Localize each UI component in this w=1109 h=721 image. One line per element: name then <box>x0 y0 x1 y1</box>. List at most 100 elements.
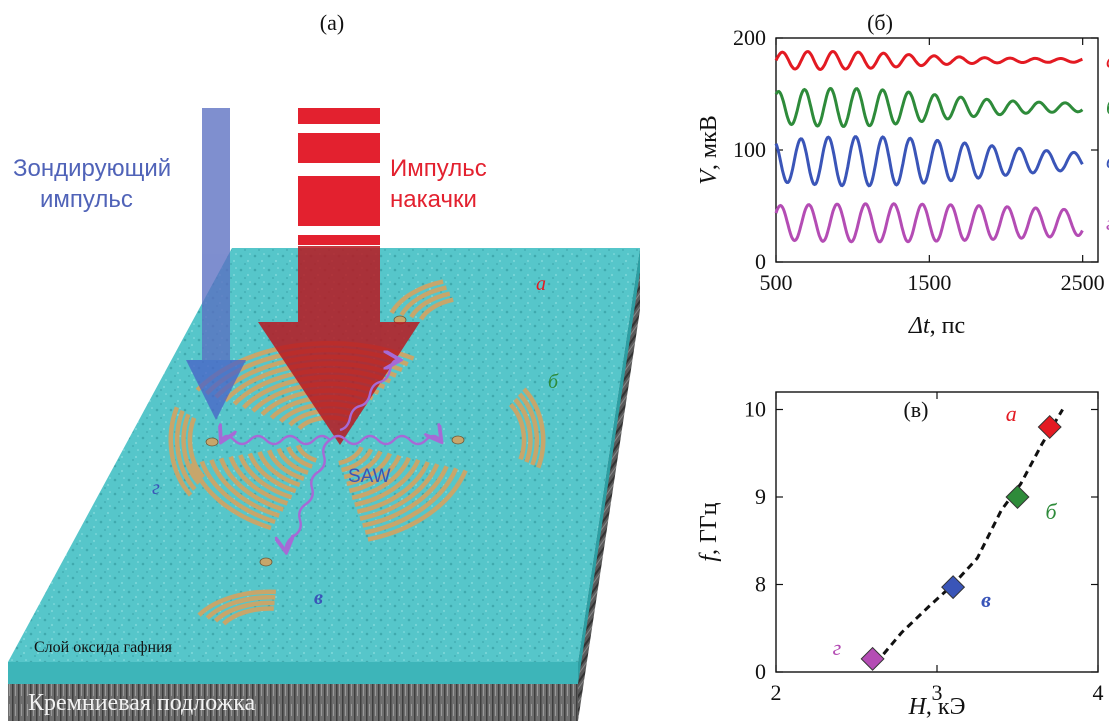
chart-b-ylabel-unit: , мкВ <box>696 115 722 170</box>
chart-b-xtick-label: 2500 <box>1061 270 1105 295</box>
chart-c-point-label: б <box>1046 499 1058 524</box>
grating-central-left <box>209 459 280 518</box>
grating-central-left <box>267 449 305 482</box>
oxide-layer-label: Слой оксида гафния <box>34 639 173 656</box>
pump-pulse-stripes <box>298 108 380 245</box>
chart-b-xtick-label: 1500 <box>907 270 951 295</box>
grating-central-left <box>247 452 297 494</box>
grating-central-lower <box>346 452 392 487</box>
grating-central-lower <box>354 458 421 507</box>
grating-central-lower <box>351 456 411 501</box>
grating-central-left <box>286 446 313 469</box>
grating-central-left <box>228 455 289 506</box>
substrate-label: Кремниевая подложка <box>28 690 256 716</box>
grating-v <box>213 600 275 623</box>
probe-pulse-arrow <box>186 108 246 420</box>
probe-label-line1: Зондирующий <box>13 155 171 182</box>
chart-c-ytick-label: 0 <box>755 659 766 684</box>
grating-g <box>181 413 201 485</box>
chart-b-series-2 <box>774 135 1084 188</box>
chart-c-xlabel-unit: , кЭ <box>926 694 966 720</box>
grating-central-lower <box>359 463 440 521</box>
chart-b-series-label: в <box>1106 148 1109 173</box>
chart-b-xlabel: Δt, пс <box>908 313 965 339</box>
grating-g <box>168 406 193 497</box>
grating-a <box>389 279 444 315</box>
grating-b <box>508 402 527 461</box>
substrate-front <box>8 682 578 721</box>
grating-a <box>399 285 447 317</box>
chart-c-point <box>941 575 966 600</box>
chart-c-ylabel-var: f <box>696 552 722 562</box>
chart-c-ytick-label: 10 <box>744 397 766 422</box>
chart-c-ytick-label: 9 <box>755 484 766 509</box>
grating-label-g: г <box>152 477 160 499</box>
grating-central-lower <box>340 448 374 473</box>
grating-spot <box>451 435 465 445</box>
grating-central-lower <box>367 469 468 542</box>
panel-b-label: (б) <box>867 10 893 35</box>
grating-central-left <box>218 457 284 512</box>
chart-b-ytick-label: 200 <box>733 25 766 50</box>
grating-b <box>522 387 546 469</box>
chart-c-xtick-label: 2 <box>771 680 782 705</box>
chart-c-ytick-label: 8 <box>755 572 766 597</box>
panel-c-label: (в) <box>903 397 928 422</box>
grating-central-left <box>276 447 309 475</box>
chart-b-xtick-label: 500 <box>760 270 793 295</box>
grating-v <box>205 595 276 620</box>
chart-b-xlabel-unit: , пс <box>930 313 966 339</box>
chart-c-point-label: в <box>981 587 991 612</box>
grating-central-left <box>190 462 272 531</box>
oxide-layer-side <box>578 248 640 684</box>
grating-label-v: в <box>314 587 323 609</box>
chart-b-series-label: г <box>1106 210 1109 235</box>
chart-c-xlabel-var: H <box>908 694 928 720</box>
grating-central-lower <box>356 461 430 514</box>
saw-label: SAW <box>348 466 391 487</box>
saw-waves <box>222 360 440 550</box>
grating-g <box>187 417 206 479</box>
grating-label-a: а <box>536 273 546 295</box>
grating-central-left <box>295 444 318 463</box>
chart-b-ylabel: V, мкВ <box>696 115 722 185</box>
chart-c-ylabel-unit: , ГГц <box>696 502 722 555</box>
chart-b-ytick-label: 0 <box>755 249 766 274</box>
chart-b-ytick-label: 100 <box>733 137 766 162</box>
grating-central-lower <box>364 467 459 535</box>
oxide-layer-front <box>8 662 578 684</box>
chart-b-series-3 <box>774 202 1084 244</box>
chart-b-series-1 <box>774 86 1084 128</box>
substrate-side <box>578 270 640 721</box>
chart-b-series-label: б <box>1106 94 1109 119</box>
grating-central-left <box>257 450 301 488</box>
panel-a-label: (а) <box>320 10 344 35</box>
grating-central-left <box>199 460 276 524</box>
grating-central-lower <box>348 454 402 494</box>
chart-c-ylabel: f, ГГц <box>696 502 722 561</box>
chart-time-traces: (б) 500 1500 2500 0 100 200 аб в г Δt, пс V, мк… <box>696 10 1109 339</box>
chart-c-point-label: а <box>1006 401 1017 426</box>
grating-v <box>197 589 276 617</box>
grating-central-lower <box>343 450 383 480</box>
chart-b-xlabel-var: Δt <box>908 313 931 339</box>
chart-b-ylabel-var: V <box>696 168 722 185</box>
grating-g <box>174 409 197 491</box>
chart-b-series-label: а <box>1106 47 1109 72</box>
grating-spot <box>205 437 219 447</box>
chart-c-point <box>860 646 885 671</box>
pump-label-line1: Импульс <box>390 155 487 182</box>
chart-c-point-label: г <box>833 635 842 660</box>
chart-c-point <box>1005 484 1030 510</box>
panel-a-schematic: (а) Зондирующий импульс Импульс накачки … <box>8 10 640 721</box>
grating-b <box>513 397 533 463</box>
pump-pulse-arrow <box>258 246 420 445</box>
grating-a <box>409 291 451 319</box>
chart-c-point <box>1037 414 1062 440</box>
chart-c-xlabel: H, кЭ <box>908 694 966 720</box>
grating-v <box>222 606 274 626</box>
probe-label-line2: импульс <box>40 186 133 213</box>
grating-a <box>419 297 454 321</box>
chart-c-fit-line <box>874 408 1064 665</box>
